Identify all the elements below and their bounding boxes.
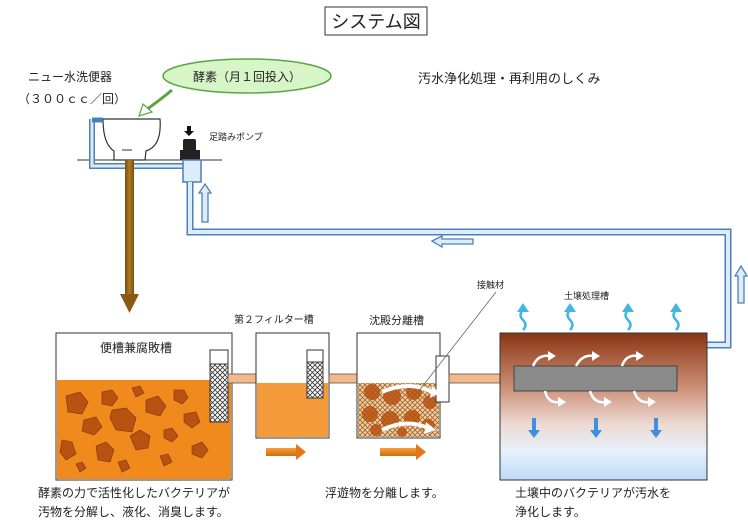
contact-leader-line — [417, 291, 497, 393]
soil-tank-label: 土壌処理槽 — [564, 290, 609, 302]
soil-treatment-tank — [499, 332, 708, 481]
return-up-arrow-right — [733, 264, 748, 304]
toilet-label-line1: ニュー水洗便器 — [28, 70, 112, 84]
second-filter-tank — [255, 332, 330, 439]
pump-label: 足踏みポンプ — [209, 131, 263, 143]
evaporation-icons — [519, 309, 680, 331]
septic-tank-label: 便槽兼腐敗槽 — [100, 340, 172, 355]
pipe-1-2 — [227, 373, 257, 384]
flow-arrow-1 — [266, 444, 306, 460]
diagram-subtitle: 汚水浄化処理・再利用のしくみ — [418, 72, 601, 87]
enzyme-arrow — [145, 88, 173, 112]
evaporation-arrowheads — [517, 303, 682, 312]
foot-pump-icon — [180, 126, 202, 183]
caption-septic-line1: 酵素の力で活性化したバクテリアが — [38, 485, 230, 500]
diagram-title: システム図 — [331, 12, 420, 33]
return-left-arrow — [430, 234, 474, 249]
septic-tank — [55, 332, 233, 481]
enzyme-arrowhead — [138, 102, 154, 117]
second-filter-label: 第２フィルター槽 — [234, 313, 314, 326]
sedimentation-tank — [356, 332, 450, 439]
return-up-arrow-left — [197, 182, 213, 223]
caption-soil-line2: 浄化します。 — [515, 505, 586, 519]
sedimentation-label: 沈殿分離槽 — [369, 313, 424, 327]
enzyme-bubble: 酵素（月１回投入） — [162, 58, 332, 94]
title-box: システム図 — [324, 6, 428, 36]
contact-material-label: 接触材 — [477, 279, 504, 291]
pipe-2-3 — [328, 373, 358, 384]
toilet-icon — [102, 118, 161, 161]
waste-flow-arrow — [120, 160, 139, 313]
toilet-label-line2: （３００ｃｃ／回） — [18, 92, 126, 106]
flow-arrow-2 — [380, 444, 426, 460]
caption-sedimentation: 浮遊物を分離します。 — [325, 485, 444, 500]
enzyme-label: 酵素（月１回投入） — [193, 69, 301, 84]
caption-soil-line1: 土壌中のバクテリアが汚水を — [515, 485, 671, 500]
caption-septic-line2: 汚物を分解し、液化、消臭します。 — [38, 504, 229, 519]
